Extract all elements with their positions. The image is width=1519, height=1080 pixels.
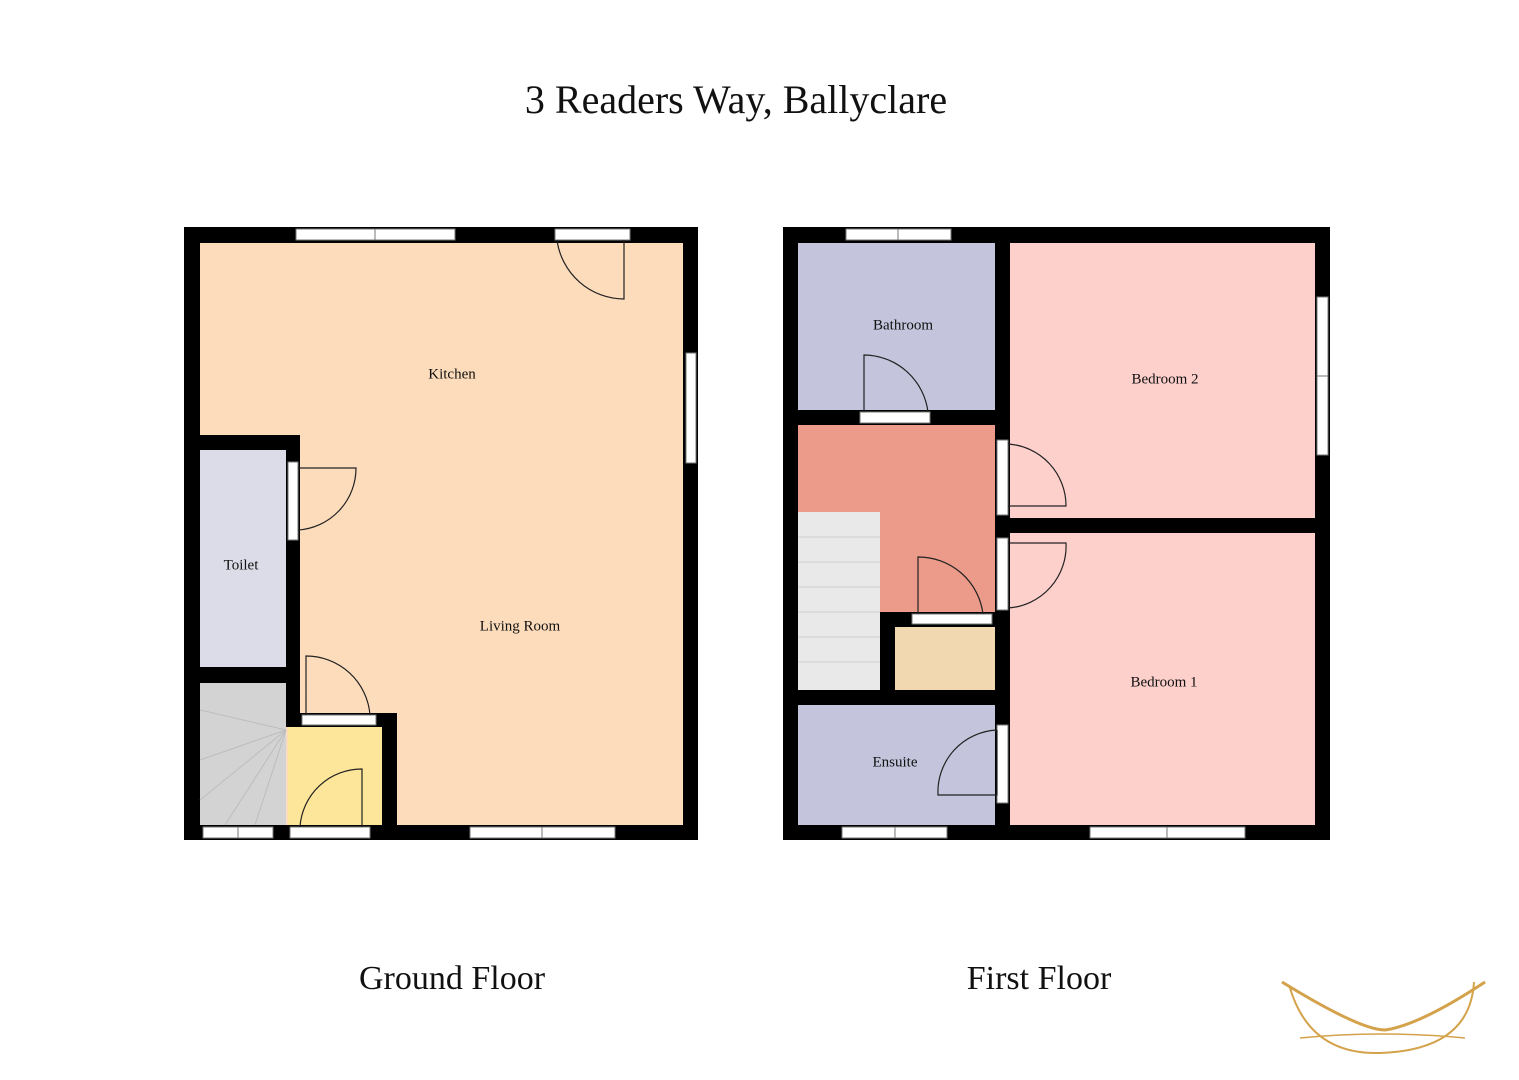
ground-windows (202, 228, 697, 839)
bedroom-1-room (1010, 533, 1315, 825)
first-door-openings (859, 411, 1009, 804)
first-floor-plan (783, 227, 1330, 840)
wall (880, 612, 895, 690)
wall (184, 435, 300, 450)
ground-door-openings (287, 228, 631, 839)
stair-treads (199, 709, 287, 826)
gold-swoosh-logo (1281, 980, 1486, 1055)
room-label-kitchen: Kitchen (428, 366, 476, 383)
porch (288, 727, 382, 825)
ground-floor-label: Ground Floor (358, 960, 546, 997)
ensuite-room (798, 705, 995, 825)
room-label-toilet: Toilet (223, 557, 259, 574)
first-floor-label: First Floor (966, 960, 1112, 997)
first-windows (841, 228, 1329, 839)
bedroom-2-room (1010, 243, 1315, 518)
ground-floor-plan (184, 227, 698, 840)
room-label-bedroom-2: Bedroom 2 (1131, 371, 1199, 388)
toilet-room (200, 450, 286, 667)
door-swings (863, 354, 1067, 796)
door-swings (297, 239, 625, 828)
room-label-bathroom: Bathroom (873, 317, 933, 334)
stair-treads (798, 536, 880, 663)
stairs (798, 512, 880, 690)
wall (382, 713, 397, 840)
room-label-bedroom-1: Bedroom 1 (1130, 674, 1198, 691)
room-label-living-room: Living Room (479, 618, 561, 635)
cupboard (895, 627, 995, 690)
stairs (200, 683, 286, 825)
page-title: 3 Readers Way, Ballyclare (524, 77, 948, 122)
wall (200, 667, 286, 683)
bathroom-room (798, 243, 995, 410)
room-label-ensuite: Ensuite (872, 754, 918, 771)
